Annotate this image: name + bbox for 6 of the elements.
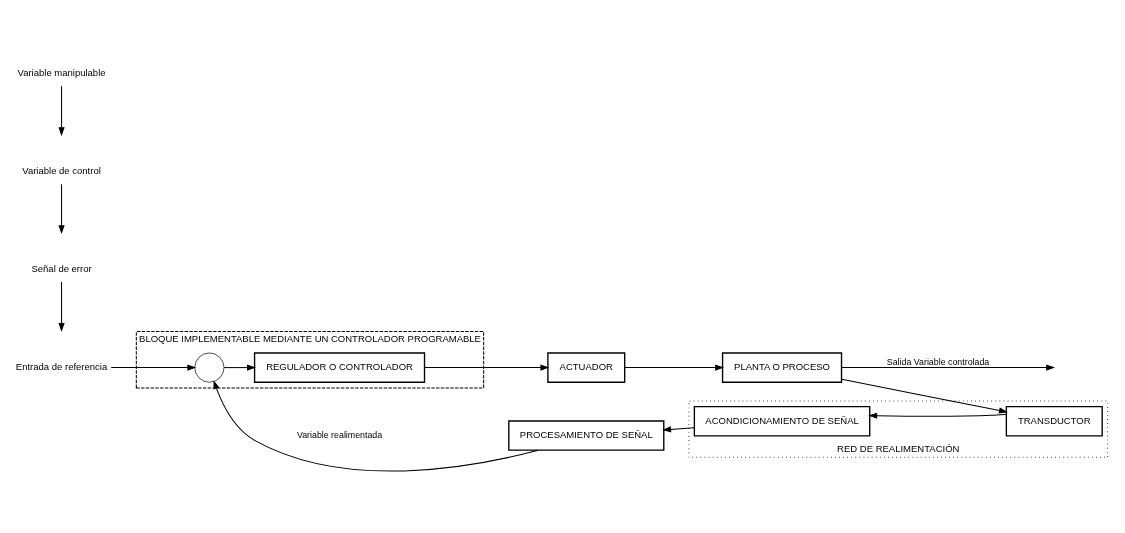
edge-label: Salida Variable controlada [886,357,990,368]
node-text: Señal de error [31,263,92,275]
node-text: Entrada de referencia [15,361,108,373]
node-text: Variable manipulable [17,67,106,79]
edge-label: Variable realimentada [296,429,383,440]
node-text: Variable de control [22,165,101,177]
